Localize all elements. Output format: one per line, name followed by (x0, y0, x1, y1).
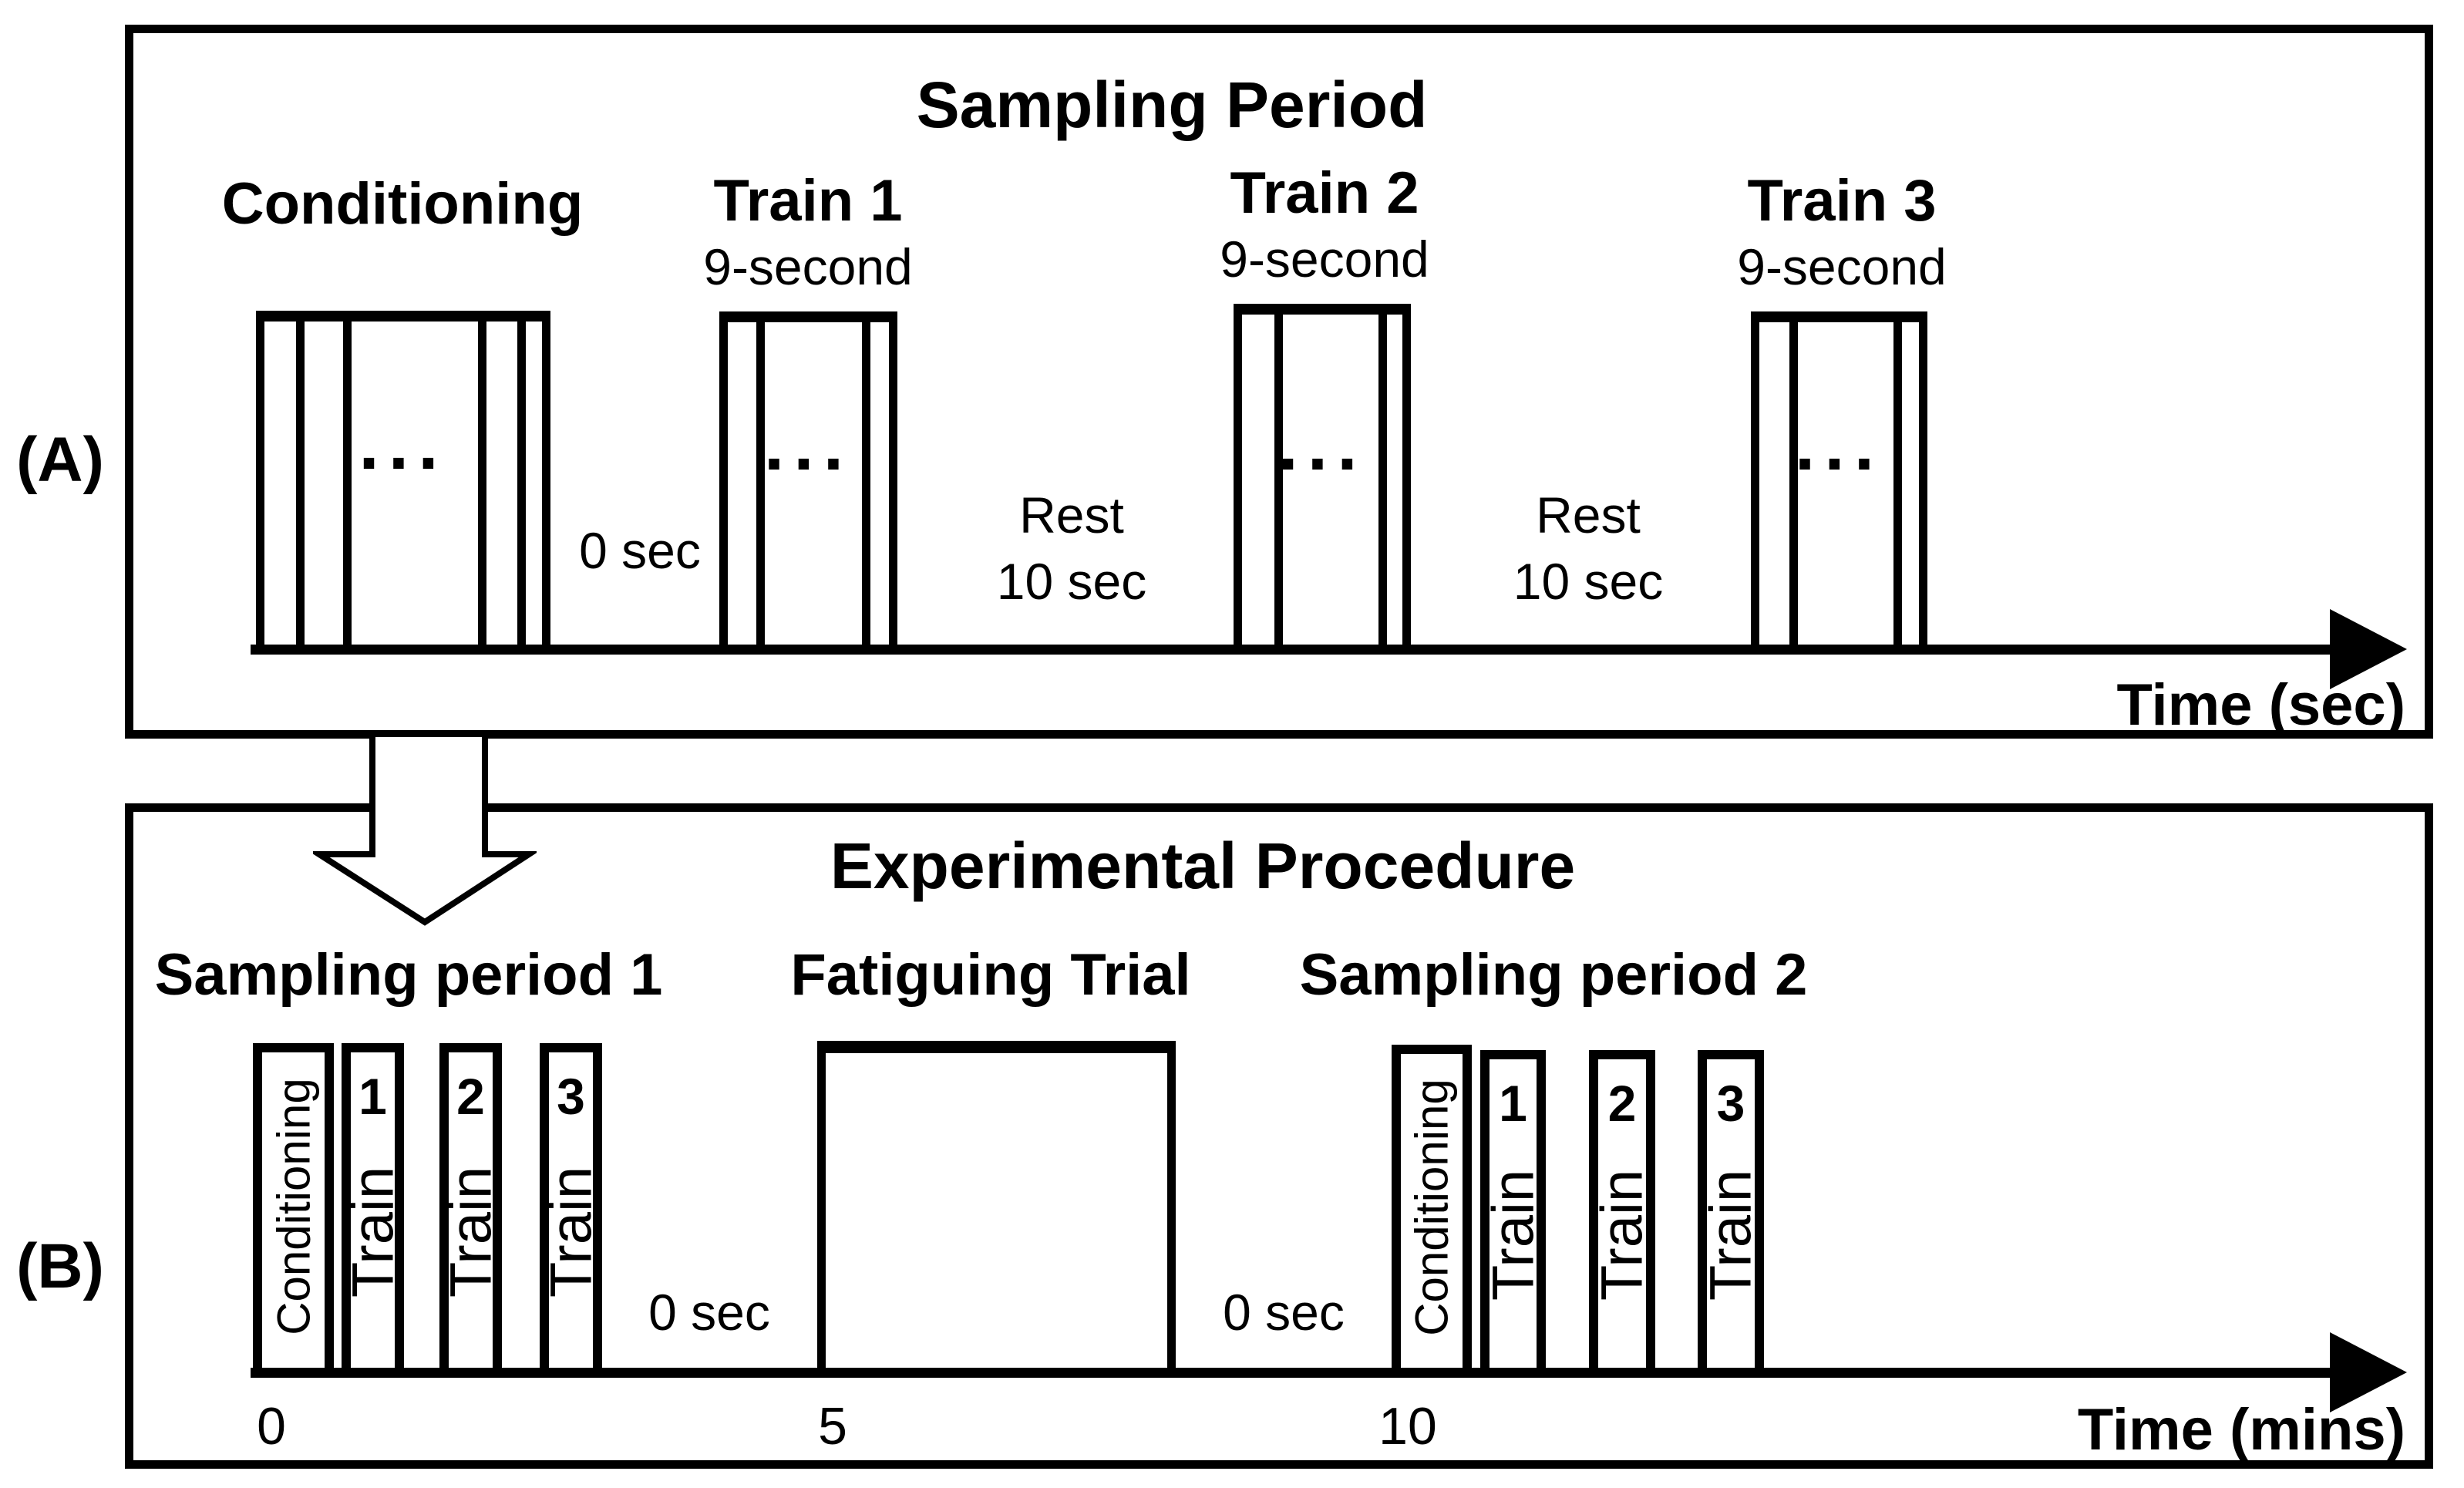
time-sec-label: Time (sec) (2116, 672, 2405, 738)
train2-block-b2: 2 Train (1589, 1050, 1655, 1368)
train1-block-a: ... (719, 311, 897, 645)
panel-a-tag: (A) (16, 425, 104, 495)
rest-line1: Rest (1536, 486, 1641, 544)
train1-block-b2: 1 Train (1480, 1050, 1546, 1368)
time-mins-label: Time (mins) (2077, 1397, 2405, 1463)
ellipsis-dots: ... (1794, 404, 1884, 486)
rest-label-1: Rest 10 sec (917, 482, 1226, 614)
pulse-line (296, 322, 305, 645)
pulse-line (478, 322, 486, 645)
connector-arrow (313, 731, 537, 926)
tick-10: 10 (1378, 1397, 1437, 1456)
time-axis-a (251, 645, 2336, 655)
train2-label: Train 2 (1230, 160, 1419, 226)
rest-line1: Rest (1019, 486, 1124, 544)
train3-block-b2: 3 Train (1698, 1050, 1764, 1368)
train3-duration: 9-second (1737, 238, 1947, 295)
conditioning-rotated-text: Conditioning (268, 1078, 319, 1336)
train-number: 2 (1607, 1075, 1637, 1132)
fatiguing-trial-block (817, 1041, 1176, 1368)
train-number: 3 (1716, 1075, 1745, 1132)
tick-5: 5 (818, 1397, 847, 1456)
pulse-line (343, 322, 352, 645)
pulse-line (1893, 322, 1902, 645)
zero-sec-label-b2: 0 sec (1223, 1284, 1345, 1341)
train1-label: Train 1 (713, 168, 903, 234)
train-rotated-text: Train (1480, 1169, 1546, 1301)
tick-0: 0 (257, 1397, 286, 1456)
pulse-line (517, 322, 526, 645)
zero-sec-label-b1: 0 sec (648, 1284, 770, 1341)
train-rotated-text: Train (1589, 1169, 1655, 1301)
train2-duration: 9-second (1220, 231, 1429, 288)
pulse-line (1789, 322, 1798, 645)
conditioning-block-b1: Conditioning (253, 1043, 334, 1368)
train-rotated-text: Train (1698, 1169, 1764, 1301)
sampling-period-1-label: Sampling period 1 (154, 942, 663, 1008)
train3-block-a: ... (1751, 311, 1927, 645)
train3-block-b1: 3 Train (538, 1043, 604, 1368)
sampling-period-2-label: Sampling period 2 (1299, 942, 1808, 1008)
conditioning-rotated-text: Conditioning (1405, 1079, 1458, 1337)
conditioning-block-a: ... (256, 311, 550, 645)
pulse-line (1274, 315, 1283, 645)
pulse-line (1378, 315, 1387, 645)
train-rotated-text: Train (340, 1166, 406, 1298)
conditioning-block-b2: Conditioning (1392, 1045, 1472, 1368)
pulse-line (862, 322, 870, 645)
train-number: 1 (1499, 1075, 1527, 1132)
train1-duration: 9-second (703, 238, 913, 295)
fatiguing-trial-label: Fatiguing Trial (790, 942, 1191, 1008)
axis-arrowhead-a (2330, 609, 2407, 689)
panel-b-tag: (B) (16, 1231, 104, 1301)
pulse-line (756, 322, 765, 645)
train-rotated-text: Train (538, 1166, 604, 1298)
ellipsis-dots: ... (763, 404, 853, 486)
ellipsis-dots: ... (358, 403, 448, 485)
conditioning-label-a: Conditioning (221, 171, 584, 237)
panel-a-title: Sampling Period (916, 69, 1428, 141)
train3-label: Train 3 (1747, 168, 1937, 234)
train-number: 1 (358, 1068, 387, 1125)
train-rotated-text: Train (438, 1166, 503, 1298)
ellipsis-dots: ... (1277, 404, 1367, 486)
train2-block-b1: 2 Train (438, 1043, 503, 1368)
rest-label-2: Rest 10 sec (1434, 482, 1742, 614)
train-number: 3 (557, 1068, 585, 1125)
zero-sec-label-a: 0 sec (579, 522, 701, 579)
axis-arrowhead-b (2330, 1332, 2407, 1412)
train1-block-b1: 1 Train (340, 1043, 406, 1368)
time-axis-b (251, 1368, 2336, 1378)
panel-b-title: Experimental Procedure (830, 830, 1576, 902)
train-number: 2 (456, 1068, 485, 1125)
train2-block-a: ... (1234, 304, 1411, 645)
panel-b-box (125, 803, 2433, 1469)
rest-line2: 10 sec (996, 553, 1147, 610)
rest-line2: 10 sec (1513, 553, 1664, 610)
